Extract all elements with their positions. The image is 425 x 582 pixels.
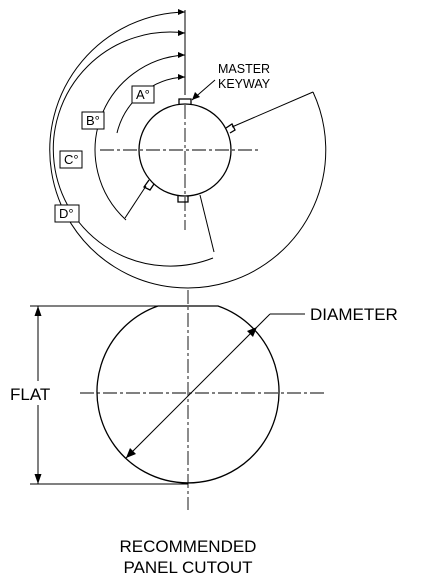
angle-box-c xyxy=(59,150,83,169)
master-label-line1: MASTER xyxy=(218,62,270,76)
master-label-line2: KEYWAY xyxy=(218,77,271,91)
keyway-b xyxy=(143,179,155,191)
caption-line2: PANEL CUTOUT xyxy=(123,558,252,577)
angle-box-a xyxy=(131,85,155,104)
arrow-a xyxy=(178,74,185,80)
flat-label: FLAT xyxy=(10,385,50,404)
flat-label-mask xyxy=(30,381,46,405)
angle-label-d: D° xyxy=(59,206,74,221)
master-keyway xyxy=(178,98,192,105)
arrow-b xyxy=(178,52,185,58)
diameter-label: DIAMETER xyxy=(310,305,398,324)
flat-arrow-bottom xyxy=(34,474,42,484)
caption-line1: RECOMMENDED xyxy=(120,537,257,556)
angle-label-b: B° xyxy=(86,113,100,128)
radial-line-a xyxy=(231,91,314,128)
arrow-d xyxy=(178,9,185,15)
keyway-a xyxy=(225,123,236,134)
arc-d xyxy=(49,11,327,289)
angle-label-c: C° xyxy=(64,152,79,167)
flat-arrow-top xyxy=(34,306,42,316)
keyway-angle-view: MASTER KEYWAY A° B° C° D° xyxy=(49,9,327,289)
arc-c xyxy=(52,31,214,267)
angle-box-d xyxy=(54,204,80,223)
diameter-arrow-upper xyxy=(247,327,257,337)
diameter-dimension-line xyxy=(125,313,271,459)
cutout-outline xyxy=(96,305,280,484)
shell-circle xyxy=(138,103,232,197)
radial-line-c xyxy=(199,194,215,253)
panel-cutout-view: FLAT DIAMETER RECOMMENDED PANEL CUTOUT xyxy=(10,290,398,577)
angle-box-b xyxy=(81,111,105,130)
radial-line-b xyxy=(124,185,147,219)
master-keyway-arrow xyxy=(192,92,200,100)
angle-label-a: A° xyxy=(136,87,150,102)
arrow-c xyxy=(178,30,185,36)
keyway-c xyxy=(177,196,189,203)
diameter-arrow-lower xyxy=(126,448,136,458)
